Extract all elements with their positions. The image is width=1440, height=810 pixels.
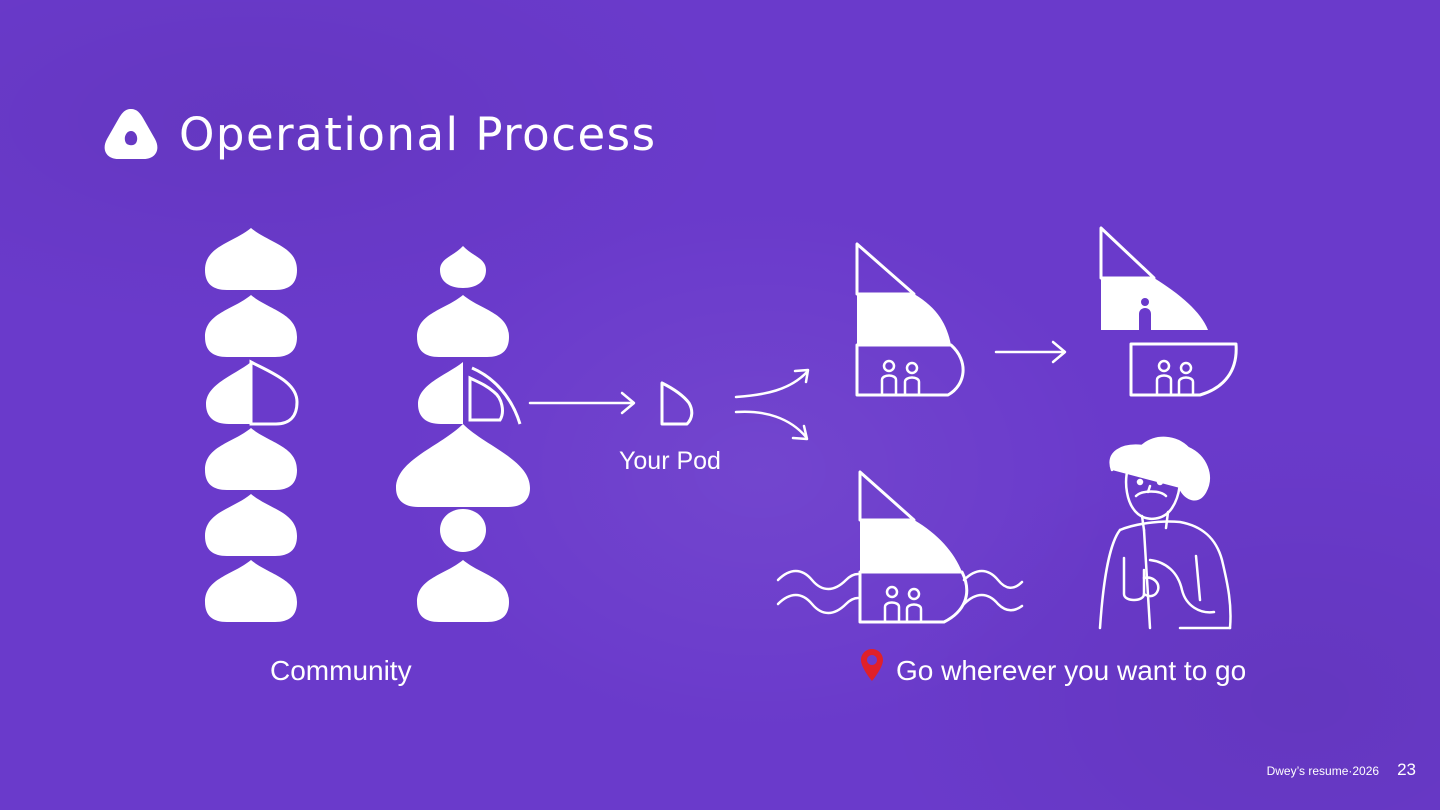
pod-stack-icon bbox=[396, 246, 530, 622]
arrow-icon bbox=[994, 340, 1067, 364]
arrow-icon bbox=[734, 368, 810, 441]
page-number: 23 bbox=[1397, 760, 1416, 779]
go-wherever-label: Go wherever you want to go bbox=[896, 655, 1247, 686]
waves-icon bbox=[776, 569, 1024, 615]
slide-footer: Dwey’s resume·2026 23 bbox=[1267, 760, 1416, 780]
arrow-icon bbox=[528, 391, 636, 415]
your-pod-label: Your Pod bbox=[619, 447, 721, 475]
sail-pod-icon bbox=[855, 242, 965, 397]
footer-text: Dwey’s resume·2026 bbox=[1266, 764, 1380, 778]
sail-pod-icon bbox=[1099, 226, 1238, 397]
traveler-icon bbox=[1098, 436, 1232, 630]
community-label: Community bbox=[270, 655, 412, 686]
pod-icon bbox=[660, 381, 694, 426]
page-title: Operational Process bbox=[179, 107, 657, 161]
slide-header: Operational Process bbox=[103, 104, 657, 164]
sail-pod-icon bbox=[858, 470, 969, 624]
pod-stack-icon bbox=[205, 228, 299, 622]
logo-icon bbox=[104, 109, 158, 159]
location-pin-icon bbox=[861, 649, 883, 681]
